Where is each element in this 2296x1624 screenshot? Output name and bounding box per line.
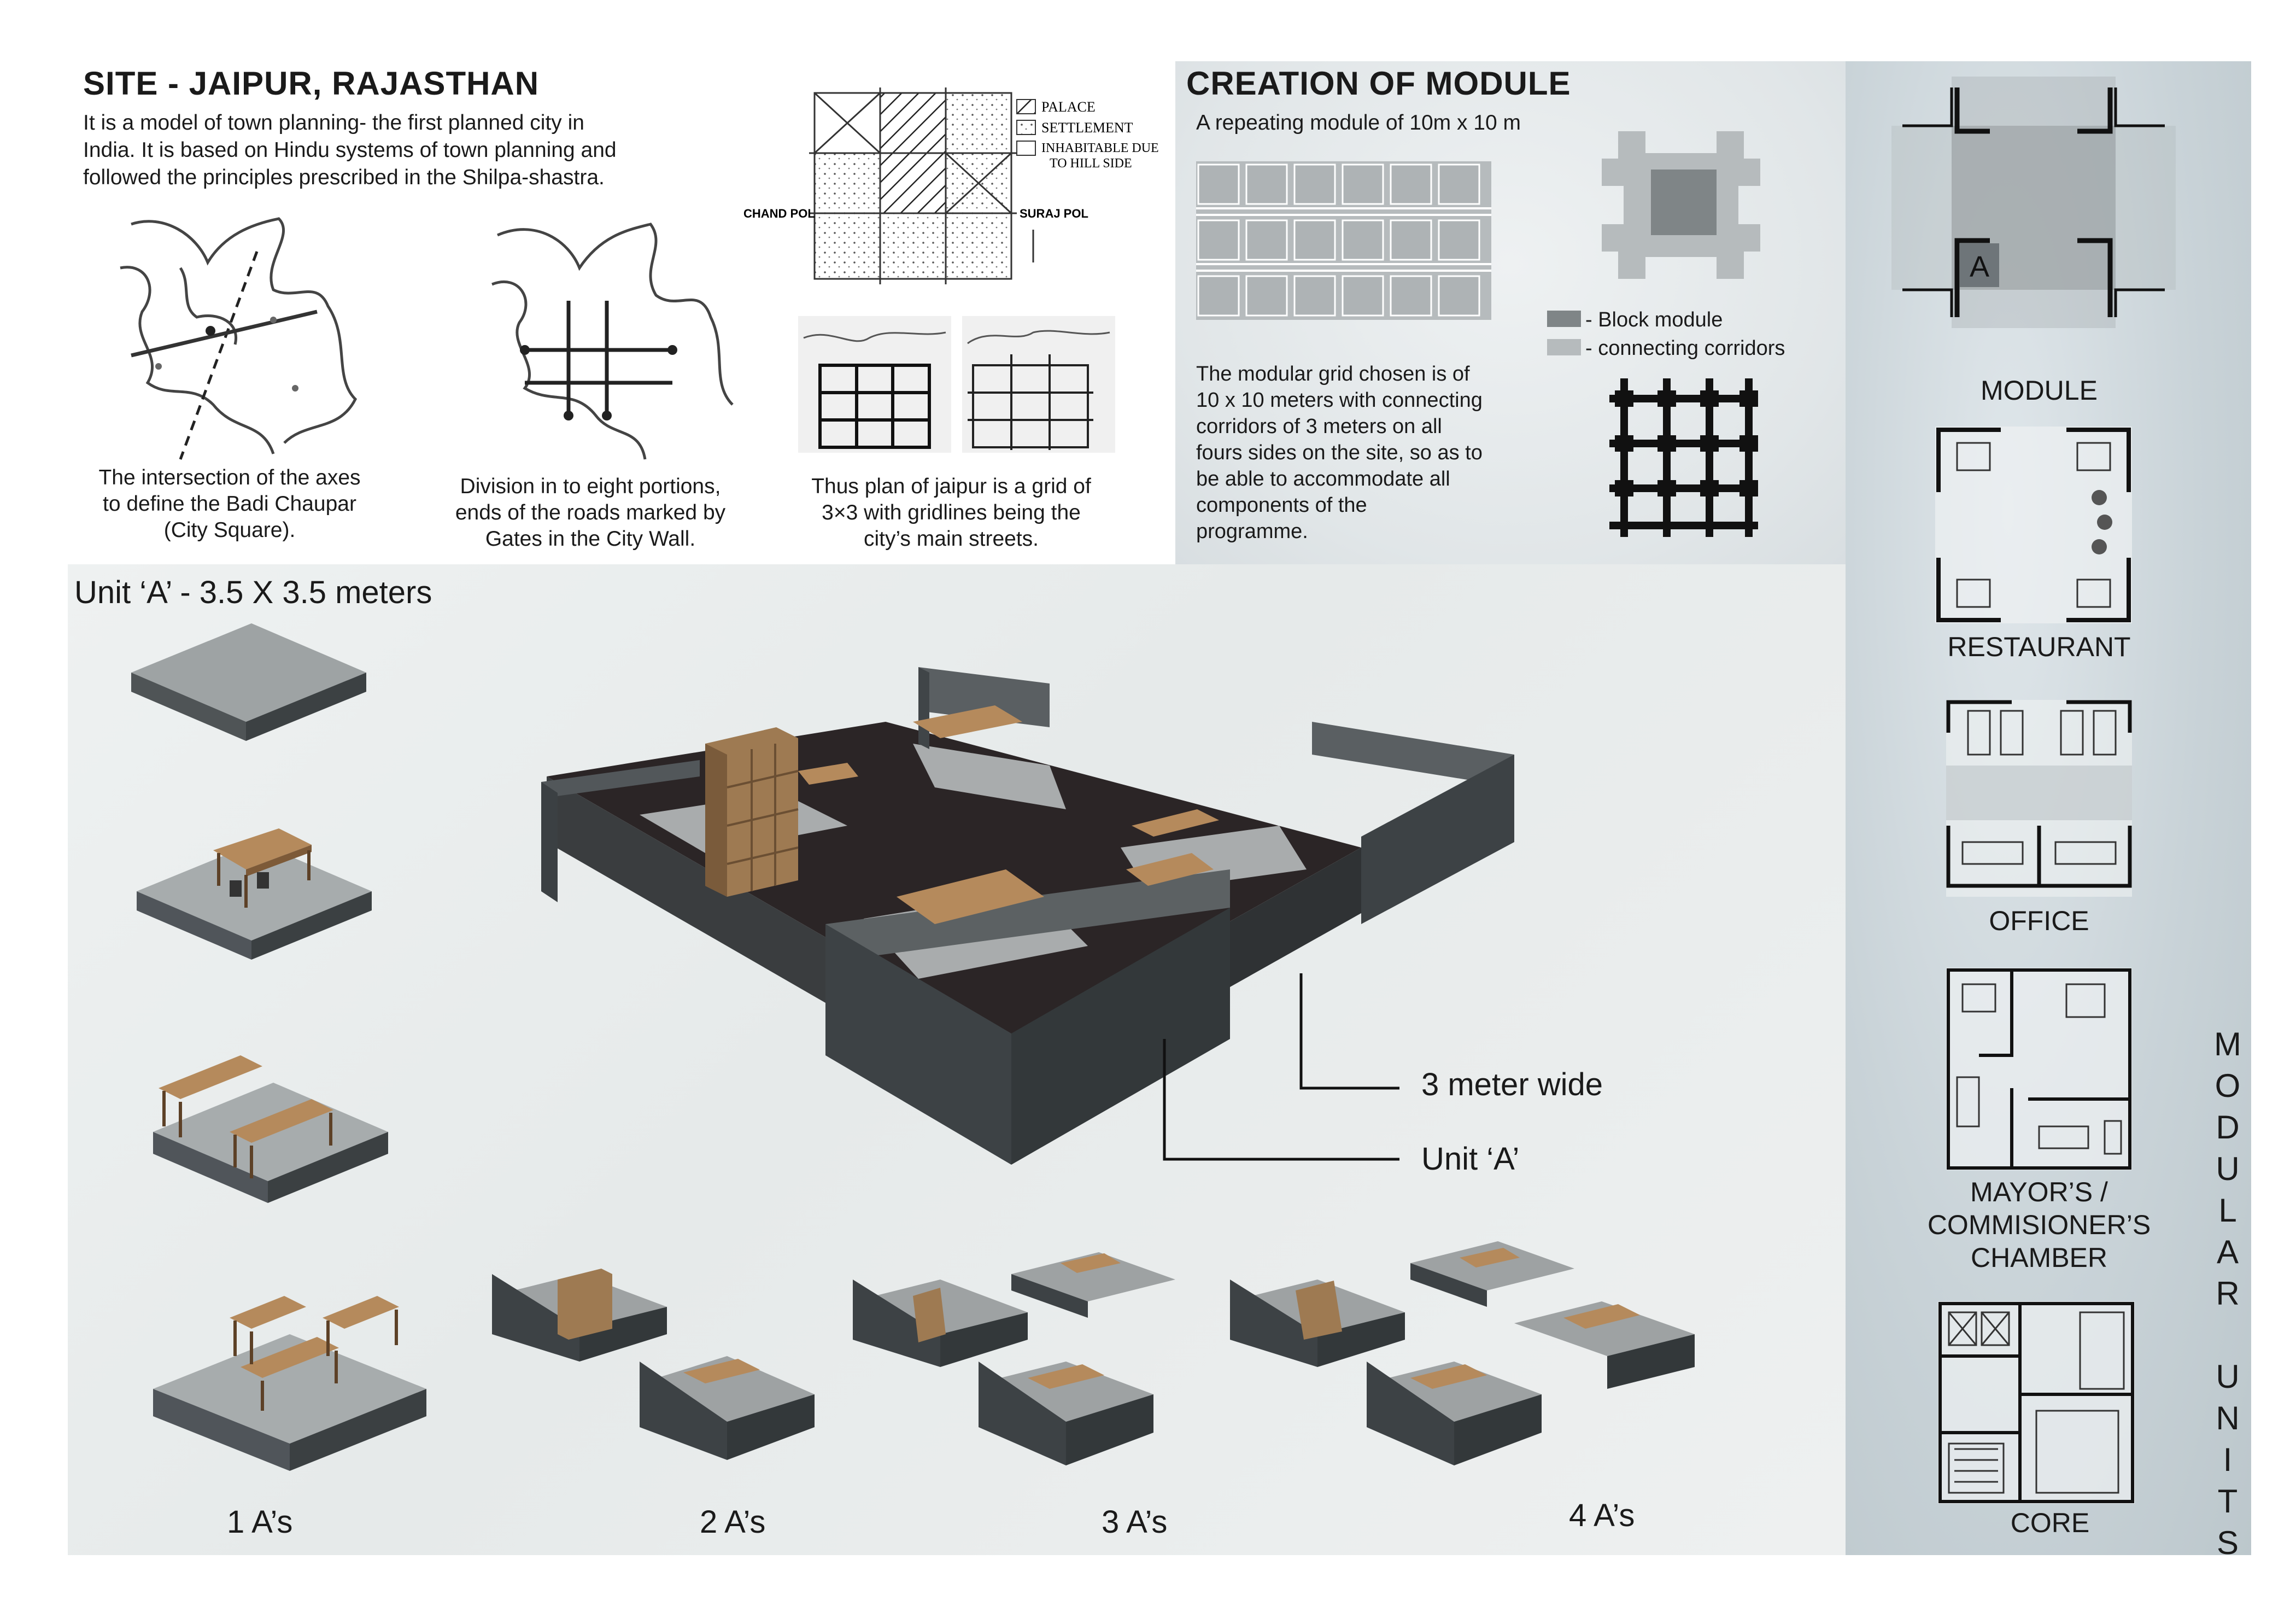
caption-grid: Thus plan of jaipur is a grid of 3×3 wit… (776, 474, 1126, 552)
annotation-unit-a: Unit ‘A’ (1421, 1141, 1520, 1177)
count-3: 3 A’s (1102, 1504, 1168, 1540)
mayor-label-line: CHAMBER (1970, 1242, 2108, 1273)
chand-pol-label: CHAND POL (743, 207, 815, 220)
vertical-letter: U (2216, 1358, 2241, 1395)
vertical-letter: S (2216, 1524, 2240, 1561)
core-plan (1938, 1301, 2135, 1504)
vertical-letter: I (2223, 1441, 2234, 1478)
office-plan (1946, 700, 2132, 897)
count-4: 4 A’s (1569, 1498, 1635, 1533)
caption-line: The intersection of the axes (98, 466, 361, 489)
modular-units-vertical-title: M O D U L A R U N I T S (2212, 1024, 2245, 1564)
iso-unit-two-desks (153, 1055, 388, 1203)
vertical-letter: R (2216, 1275, 2241, 1312)
legend-settlement: SETTLEMENT (1041, 120, 1133, 136)
caption-line: 3×3 with gridlines being the (822, 501, 1081, 524)
vertical-letter: N (2216, 1400, 2241, 1436)
module-desc-line: be able to accommodate all (1196, 468, 1450, 490)
module-letter-a: A (1970, 250, 1989, 283)
site-intro: It is a model of town planning- the firs… (83, 109, 617, 191)
module-description: The modular grid chosen is of 10 x 10 me… (1196, 361, 1483, 545)
site-intro-line: It is a model of town planning- the firs… (83, 111, 584, 135)
unit-title: Unit ‘A’ - 3.5 X 3.5 meters (74, 575, 432, 610)
caption-line: Thus plan of jaipur is a grid of (811, 475, 1091, 498)
module-desc-line: 10 x 10 meters with connecting (1196, 389, 1483, 412)
corridor-legend: - connecting corridors (1585, 337, 1785, 360)
vertical-letter: O (2215, 1067, 2242, 1104)
iso-unit-four-desks (153, 1296, 426, 1471)
block-module-diagram (1602, 131, 1760, 279)
caption-line: Gates in the City Wall. (485, 527, 696, 551)
caption-division: Division in to eight portions, ends of t… (426, 474, 754, 552)
site-title: SITE - JAIPUR, RAJASTHAN (83, 65, 540, 102)
iso-three-units (853, 1252, 1175, 1465)
mayor-label-line: MAYOR’S / (1970, 1177, 2108, 1207)
site-intro-line: followed the principles prescribed in th… (83, 166, 605, 189)
legend-hill-side: TO HILL SIDE (1050, 156, 1132, 171)
caption-line: city’s main streets. (863, 527, 1039, 551)
vertical-letter: M (2214, 1026, 2242, 1062)
restaurant-plan (1935, 427, 2132, 623)
caption-line: to define the Badi Chaupar (102, 492, 356, 516)
count-1: 1 A’s (227, 1504, 293, 1540)
suraj-pol-label: SURAJ POL (1020, 207, 1088, 220)
site-intro-line: India. It is based on Hindu systems of t… (83, 138, 617, 162)
caption-line: (City Square). (163, 518, 296, 542)
iso-four-units (1230, 1241, 1695, 1465)
jaipur-grid-sketch: PALACE SETTLEMENT INHABITABLE DUE TO HIL… (743, 87, 1159, 284)
legend-palace: PALACE (1041, 99, 1096, 115)
vertical-letter: U (2216, 1150, 2241, 1187)
block-module-legend: - Block module (1585, 308, 1723, 331)
iso-main-model (541, 667, 1514, 1165)
jaipur-grid-maps (798, 316, 1115, 453)
vertical-letter: D (2216, 1109, 2241, 1146)
jaipur-map-gates (491, 223, 734, 460)
module-plan: A (1891, 77, 2176, 328)
module-title: CREATION OF MODULE (1186, 65, 1571, 102)
module-desc-line: components of the (1196, 494, 1367, 517)
vertical-letter: A (2216, 1234, 2240, 1270)
module-desc-line: corridors of 3 meters on all (1196, 415, 1442, 438)
iso-slab (131, 623, 366, 741)
caption-axes: The intersection of the axes to define t… (71, 465, 388, 544)
module-subtitle: A repeating module of 10m x 10 m (1196, 111, 1521, 135)
count-2: 2 A’s (700, 1504, 766, 1540)
module-desc-line: fours sides on the site, so as to (1196, 441, 1483, 464)
vertical-spacer (2212, 1315, 2245, 1356)
caption-line: Division in to eight portions, (460, 475, 721, 498)
block-module-swatch (1547, 311, 1581, 327)
iso-two-units (492, 1269, 815, 1460)
legend-inhabitable: INHABITABLE DUE (1041, 141, 1159, 155)
module-grid (1196, 161, 1491, 320)
annotation-leaders (1163, 973, 1399, 1161)
annotation-corridor-width: 3 meter wide (1421, 1067, 1603, 1102)
vertical-letter: L (2218, 1192, 2238, 1229)
label-core: CORE (2010, 1508, 2090, 1538)
mayor-label-line: COMMISIONER’S (1927, 1210, 2151, 1240)
caption-line: ends of the roads marked by (455, 501, 726, 524)
mayor-chamber-plan (1946, 968, 2132, 1170)
module-desc-line: The modular grid chosen is of (1196, 363, 1470, 385)
label-restaurant: RESTAURANT (1947, 632, 2131, 662)
corridor-swatch (1547, 339, 1581, 355)
vertical-letter: T (2217, 1483, 2239, 1520)
module-desc-line: programme. (1196, 520, 1308, 543)
label-office: OFFICE (1989, 906, 2089, 936)
iso-unit-one-desk (137, 828, 372, 960)
jaipur-map-axes (120, 217, 358, 460)
corridor-grid-diagram (1609, 378, 1758, 537)
label-mayor-chamber: MAYOR’S / COMMISIONER’S CHAMBER (1897, 1176, 2181, 1274)
label-module: MODULE (1981, 375, 2098, 406)
